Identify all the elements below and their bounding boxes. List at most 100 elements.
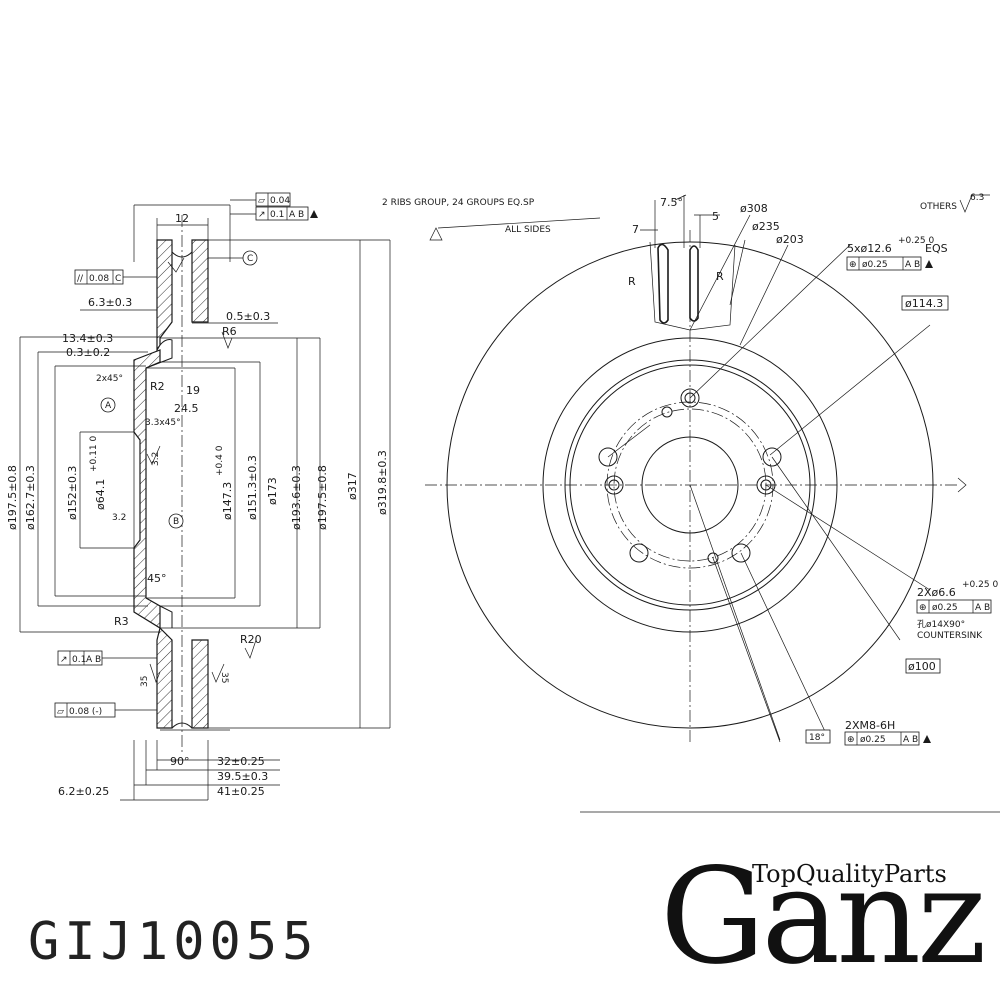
rib-detail	[640, 194, 736, 331]
dim-5: 5	[712, 210, 719, 223]
pcd-label: ø114.3	[901, 295, 949, 311]
runout-frame-bottom: ↗ 0.1 A B	[57, 650, 157, 666]
dia-147-3: ø147.3	[221, 482, 234, 520]
rib-radius-right: R	[716, 270, 724, 283]
dia-173: ø173	[266, 477, 279, 505]
dim-6-2: 6.2±0.25	[58, 785, 109, 798]
svg-text:⊕: ⊕	[919, 603, 927, 613]
svg-text:C: C	[247, 254, 253, 264]
dim-angle-7-5: 7.5°	[660, 196, 683, 209]
ribs-note: 2 RIBS GROUP, 24 GROUPS EQ.SP	[382, 198, 535, 208]
dia-193-6: ø193.6±0.3	[290, 465, 303, 530]
svg-text:ø0.25: ø0.25	[860, 735, 886, 745]
svg-text:↗: ↗	[60, 655, 68, 665]
dia-197-5-left: ø197.5±0.8	[6, 465, 19, 530]
brand-tagline: TopQualityParts	[752, 860, 947, 888]
rough-3-2-b: 3.2	[112, 513, 126, 523]
others-roughness: 6.3	[970, 193, 984, 203]
thread-angle-label: 18°	[805, 729, 831, 744]
dim-13-4: 13.4±0.3	[62, 332, 113, 345]
svg-text:ø114.3: ø114.3	[905, 297, 943, 310]
dia-64-1-tol: +0.11 0	[89, 436, 99, 472]
dim-24-5: 24.5	[174, 402, 199, 415]
dim-r6: R6	[222, 325, 237, 338]
dim-r20: R20	[240, 633, 262, 646]
datum-a-marker: A	[100, 397, 116, 413]
svg-text:0.1: 0.1	[270, 210, 284, 220]
dim-41: 41±0.25	[217, 785, 265, 798]
lug-holes-note: 5xø12.6	[847, 242, 892, 255]
rough-35-a: 35	[140, 676, 150, 687]
svg-text:0.1: 0.1	[72, 655, 86, 665]
svg-text:0.08: 0.08	[89, 274, 109, 284]
all-sides-note: ALL SIDES	[505, 225, 551, 235]
svg-text:↗: ↗	[258, 210, 266, 220]
svg-text:ø0.25: ø0.25	[932, 603, 958, 613]
svg-text:ø0.25: ø0.25	[862, 260, 888, 270]
dia-151-3: ø151.3±0.3	[246, 455, 259, 520]
parallelism-frame: // 0.08 C	[74, 269, 157, 285]
countersink-note: COUNTERSINK	[917, 631, 983, 641]
dia-64-1: ø64.1	[94, 479, 107, 510]
dim-r2: R2	[150, 380, 165, 393]
dia-317: ø317	[346, 472, 359, 500]
pilot-holes-tol: +0.25 0	[962, 580, 998, 590]
dim-0-5: 0.5±0.3	[226, 310, 270, 323]
position-frame-pilot: ⊕ ø0.25 A B	[916, 599, 992, 614]
svg-text:A B: A B	[905, 260, 920, 270]
lug-holes-tol: +0.25 0	[898, 236, 934, 246]
dia-197-5-right: ø197.5±0.8	[316, 465, 329, 530]
section-hatched-body	[133, 239, 209, 729]
svg-text:▱: ▱	[57, 707, 64, 717]
dia-162-7: ø162.7±0.3	[24, 465, 37, 530]
flatness-frame-bottom: ▱ 0.08 (-)	[54, 702, 157, 718]
dim-angle-45: 45°	[147, 572, 167, 585]
flatness-frame-top: ▱ 0.04	[255, 192, 291, 207]
dim-chamfer-3-3x45: 3.3x45°	[145, 418, 181, 428]
dim-6-3: 6.3±0.3	[88, 296, 132, 309]
rib-radius-left: R	[628, 275, 636, 288]
dim-19: 19	[186, 384, 200, 397]
dim-39-5: 39.5±0.3	[217, 770, 268, 783]
brand-logo: Ganz	[660, 840, 987, 994]
svg-text:A: A	[105, 401, 112, 411]
svg-text:ø100: ø100	[908, 660, 936, 673]
dim-chamfer-2x45: 2x45°	[96, 374, 123, 384]
thread-note: 2XM8-6H	[845, 719, 895, 732]
pilot-holes-note: 2Xø6.6	[917, 586, 956, 599]
dim-7: 7	[632, 223, 639, 236]
countersink-size: 孔ø14X90°	[917, 619, 965, 630]
lug-holes-eqs: EQS	[925, 242, 948, 255]
dia-319-8: ø319.8±0.3	[376, 450, 389, 515]
svg-text:A B: A B	[903, 735, 918, 745]
dia-147-3-tol: +0.4 0	[215, 445, 225, 476]
dia-308: ø308	[740, 202, 768, 215]
hub-diameter-label: ø100	[905, 658, 941, 674]
svg-text:A B: A B	[289, 210, 304, 220]
cross-section-view: ▱ 0.04 ↗ 0.1 A B C // 0.08 C ↗	[6, 192, 391, 801]
runout-frame-top: ↗ 0.1 A B	[255, 206, 318, 221]
dim-r3: R3	[114, 615, 129, 628]
dim-32: 32±0.25	[217, 755, 265, 768]
position-frame-thread: ⊕ ø0.25 A B	[844, 731, 931, 746]
svg-text:A B: A B	[975, 603, 990, 613]
svg-text:0.08 (-): 0.08 (-)	[69, 707, 102, 717]
svg-text:18°: 18°	[809, 733, 825, 743]
lug-holes	[598, 388, 782, 564]
part-number: GIJ10055	[28, 912, 319, 972]
svg-text:0.04: 0.04	[270, 196, 290, 206]
svg-text:C: C	[115, 274, 121, 284]
dim-0-3: 0.3±0.2	[66, 346, 110, 359]
svg-text:⊕: ⊕	[847, 735, 855, 745]
rough-35-b: 35	[219, 672, 229, 683]
face-view	[425, 194, 967, 745]
svg-text:A B: A B	[86, 655, 101, 665]
rough-3-2-a: 3.2	[151, 452, 161, 466]
svg-text:B: B	[173, 517, 179, 527]
dia-203: ø203	[776, 233, 804, 246]
dia-235: ø235	[752, 220, 780, 233]
datum-b-marker: B	[168, 513, 184, 529]
dim-angle-90: 90°	[170, 755, 190, 768]
dim-width-12: 12	[175, 212, 189, 225]
